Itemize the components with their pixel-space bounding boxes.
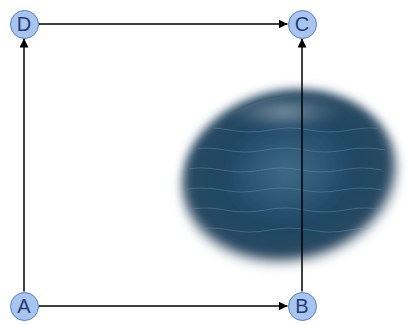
node-circle: C — [288, 10, 317, 39]
arrow-connector — [39, 305, 288, 307]
node-label: A — [17, 296, 30, 316]
water-blob — [164, 69, 408, 291]
node-circle: A — [10, 292, 39, 321]
node-circle: D — [10, 10, 39, 39]
arrow-connector — [23, 39, 25, 292]
node-label: B — [295, 296, 308, 316]
arrow-connector — [301, 39, 303, 292]
node-label: C — [295, 14, 309, 34]
node-circle: B — [288, 292, 317, 321]
node-label: D — [17, 14, 31, 34]
arrow-connector — [39, 23, 288, 25]
